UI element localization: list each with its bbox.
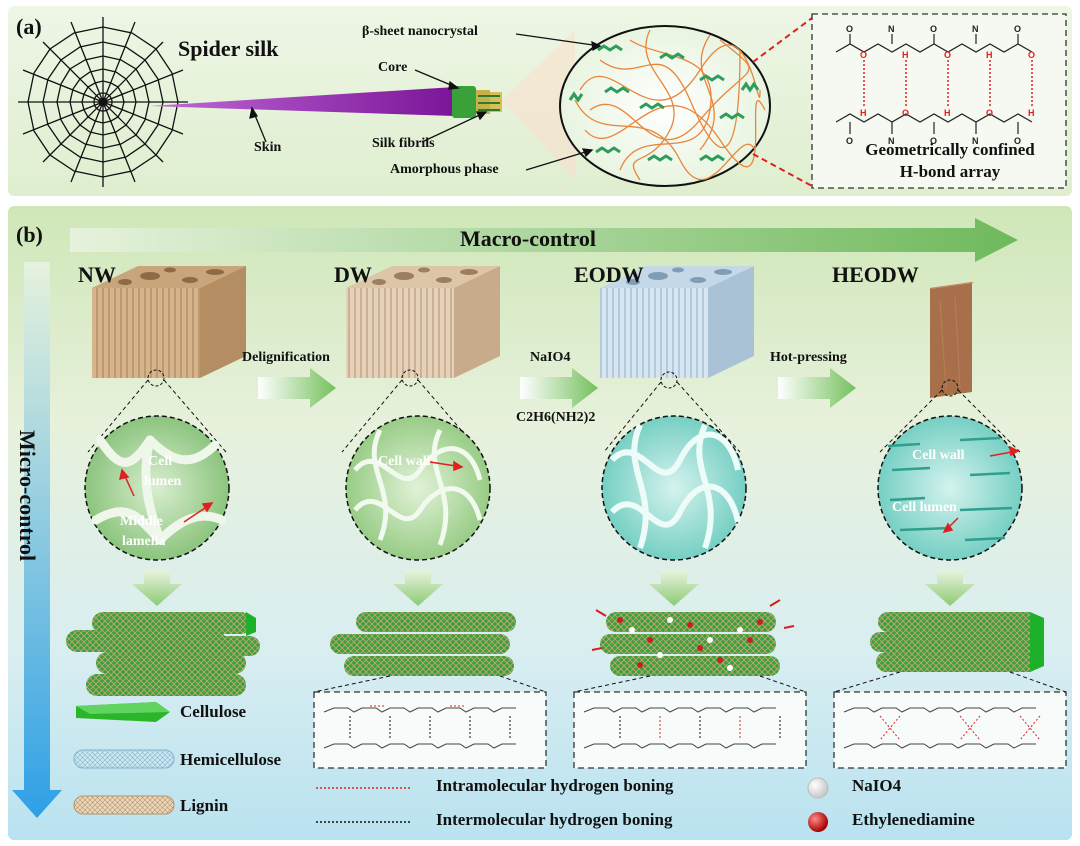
silk-fibrils xyxy=(476,90,502,114)
silk-fibrils-label: Silk fibrils xyxy=(372,136,435,151)
ethylenediamine-step-label: C2H6(NH2)2 xyxy=(516,410,596,425)
svg-text:O: O xyxy=(902,108,909,118)
skin-label: Skin xyxy=(254,140,282,155)
intermolecular-legend-label: Intermolecular hydrogen boning xyxy=(436,810,673,829)
cellulose-legend-label: Cellulose xyxy=(180,702,247,721)
svg-text:N: N xyxy=(972,24,979,34)
eodw-down-arrow xyxy=(649,570,699,606)
naio4-legend-sphere xyxy=(807,777,829,799)
svg-text:H: H xyxy=(1028,108,1035,118)
eodw-fiber-bundle xyxy=(591,599,795,676)
zoom-link-bottom xyxy=(752,153,813,187)
heodw-zoom xyxy=(877,379,1023,561)
dw-down-arrow xyxy=(393,570,443,606)
svg-text:N: N xyxy=(888,136,895,146)
zoom-link-top xyxy=(752,17,813,63)
hot-pressing-label: Hot-pressing xyxy=(770,350,847,365)
svg-text:O: O xyxy=(944,50,951,60)
stage-heodw: HEODW xyxy=(832,262,919,287)
svg-text:O: O xyxy=(1028,50,1035,60)
naio4-step-label: NaIO4 xyxy=(530,350,571,365)
svg-text:O: O xyxy=(860,50,867,60)
nw-lumen-label: lumen xyxy=(144,474,182,489)
spider-web-icon xyxy=(18,17,188,187)
macro-control-arrow xyxy=(70,218,1018,262)
svg-text:O: O xyxy=(1014,24,1021,34)
amorphous-phase-label: Amorphous phase xyxy=(390,162,499,177)
panel-b-letter: (b) xyxy=(16,222,43,247)
stage-nw: NW xyxy=(78,262,116,287)
nw-zoom xyxy=(84,369,230,561)
core-label: Core xyxy=(378,60,408,75)
panel-a-letter: (a) xyxy=(16,14,42,39)
cellulose-legend-icon xyxy=(76,702,170,722)
zoom-cone xyxy=(502,30,575,180)
eodw-molecule-box xyxy=(573,675,807,769)
dw-wood-block xyxy=(346,266,500,378)
hbond-caption-line2: H-bond array xyxy=(899,162,1001,181)
svg-text:O: O xyxy=(986,108,993,118)
svg-text:H: H xyxy=(860,108,867,118)
hbond-caption-line1: Geometrically confined xyxy=(865,140,1035,159)
hot-pressing-arrow xyxy=(778,368,856,408)
svg-text:O: O xyxy=(1014,136,1021,146)
heodw-cell-wall-label: Cell wall xyxy=(912,448,965,463)
stage-eodw: EODW xyxy=(574,262,644,287)
silk-core xyxy=(452,86,476,118)
heodw-down-arrow xyxy=(925,570,975,606)
heodw-wood-sheet xyxy=(930,282,974,398)
micro-control-label: Micro-control xyxy=(15,430,40,562)
nw-cell-label: Cell xyxy=(148,454,173,469)
hbond-array-box xyxy=(811,13,1067,189)
dw-zoom xyxy=(341,369,491,561)
nw-middle-label: Middle xyxy=(120,514,163,529)
oxidation-arrow xyxy=(520,368,598,408)
nw-lamella-label: lamella xyxy=(122,534,166,549)
naio4-legend-label: NaIO4 xyxy=(852,776,902,795)
micro-control-arrow xyxy=(12,262,62,818)
delignification-label: Delignification xyxy=(242,350,330,365)
hemicellulose-legend-label: Hemicellulose xyxy=(180,750,282,769)
svg-text:H: H xyxy=(944,108,951,118)
cellulose-chain-drawings xyxy=(323,707,1036,749)
stage-dw: DW xyxy=(334,262,372,287)
macro-control-label: Macro-control xyxy=(460,226,597,251)
beta-sheet-label: β-sheet nanocrystal xyxy=(362,24,478,39)
eodw-wood-block xyxy=(600,266,754,378)
eodw-zoom xyxy=(601,371,747,561)
svg-text:H: H xyxy=(986,50,993,60)
hbond-atom-labels: O H O H O H O H O H O N O N O O N O N O xyxy=(846,24,1035,146)
svg-text:N: N xyxy=(972,136,979,146)
nw-down-arrow xyxy=(132,570,182,606)
heodw-cell-lumen-label: Cell lumen xyxy=(892,500,957,515)
amorphous-phase-ellipse xyxy=(559,25,771,187)
svg-text:O: O xyxy=(930,24,937,34)
ethylenediamine-legend-label: Ethylenediamine xyxy=(852,810,975,829)
dw-cell-wall-label: Cell wall xyxy=(378,454,431,469)
svg-text:O: O xyxy=(930,136,937,146)
hbond-structure xyxy=(835,34,1033,134)
molecule-hbond-dashes xyxy=(349,705,1041,741)
svg-text:O: O xyxy=(846,24,853,34)
lignin-legend-label: Lignin xyxy=(180,796,229,815)
panel-a-leaders xyxy=(249,33,602,171)
heodw-molecule-box xyxy=(833,671,1067,769)
lignin-legend-icon xyxy=(73,795,175,815)
zoom-red-arrows xyxy=(119,445,1020,534)
delignification-arrow xyxy=(258,368,336,408)
spider-silk-title: Spider silk xyxy=(178,36,279,61)
nw-wood-block xyxy=(92,266,246,378)
ethylenediamine-legend-sphere xyxy=(808,812,828,832)
intramolecular-legend-label: Intramolecular hydrogen boning xyxy=(436,776,674,795)
dw-fiber-bundle xyxy=(330,612,516,676)
svg-text:O: O xyxy=(846,136,853,146)
nw-fiber-bundle xyxy=(66,612,260,696)
svg-text:H: H xyxy=(902,50,909,60)
silk-skin-cone xyxy=(150,87,455,116)
hemicellulose-legend-icon xyxy=(73,749,175,769)
heodw-fiber-bundle xyxy=(870,612,1044,672)
svg-text:N: N xyxy=(888,24,895,34)
